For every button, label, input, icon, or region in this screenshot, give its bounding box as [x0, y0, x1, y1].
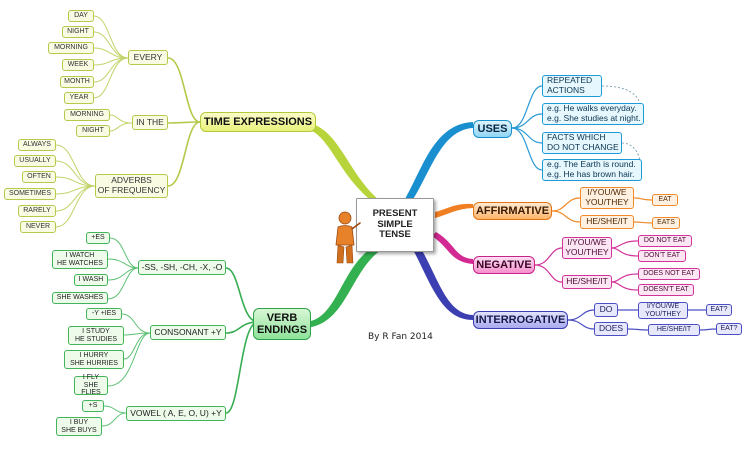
adverbs-node: ADVERBS OF FREQUENCY	[95, 174, 168, 198]
negative-dont-eat: DON'T EAT	[638, 250, 686, 262]
negative-doesnt-eat: DOESN'T EAT	[638, 284, 694, 296]
interrogative-do: DO	[594, 303, 618, 317]
affirmative-verb-eat: EAT	[652, 194, 678, 206]
center-topic: PRESENT SIMPLE TENSE	[356, 198, 434, 252]
in-the-node: IN THE	[132, 115, 168, 130]
negative-subject-singular: HE/SHE/IT	[562, 275, 612, 289]
consonant-rule-ies: -Y +IES	[86, 308, 122, 320]
ss-sh-ch-x-o-node: -SS, -SH, -CH, -X, -O	[138, 260, 226, 275]
time-item-morning: MORNING	[48, 42, 94, 54]
interrogative-subject-plural: I/YOU/WE YOU/THEY	[638, 302, 688, 319]
time-item-year: YEAR	[64, 92, 94, 104]
interrogative-verb-eat-singular: EAT?	[716, 323, 742, 335]
ss-example-wash: I WASH	[74, 274, 108, 286]
in-the-item-night: NIGHT	[76, 125, 110, 137]
affirmative-subject-singular: HE/SHE/IT	[580, 215, 634, 229]
interrogative-node: INTERROGATIVE	[473, 311, 568, 329]
vowel-y-node: VOWEL ( A, E, O, U) +Y	[126, 406, 226, 421]
time-item-night: NIGHT	[62, 26, 94, 38]
adverb-never: NEVER	[20, 221, 56, 233]
vowel-example-buy: I BUY SHE BUYS	[56, 417, 102, 436]
adverb-often: OFTEN	[22, 171, 56, 183]
uses-facts: FACTS WHICH DO NOT CHANGE	[542, 132, 622, 154]
interrogative-verb-eat-plural: EAT?	[706, 304, 732, 316]
every-node: EVERY	[128, 50, 168, 65]
negative-node: NEGATIVE	[473, 256, 535, 274]
consonant-example-hurry: I HURRY SHE HURRIES	[64, 350, 124, 369]
adverb-usually: USUALLY	[14, 155, 56, 167]
consonant-y-node: CONSONANT +Y	[150, 325, 226, 340]
interrogative-does: DOES	[594, 322, 628, 336]
ss-example-washes: SHE WASHES	[52, 292, 108, 304]
consonant-example-study: I STUDY HE STUDIES	[68, 326, 124, 345]
verb-endings-node: VERB ENDINGS	[253, 308, 311, 340]
affirmative-verb-eats: EATS	[652, 217, 680, 229]
interrogative-subject-singular: HE/SHE/IT	[648, 324, 700, 336]
negative-subject-plural: I/YOU/WE YOU/THEY	[562, 237, 612, 259]
adverb-sometimes: SOMETIMES	[4, 188, 56, 200]
negative-do-not-eat: DO NOT EAT	[638, 235, 692, 247]
affirmative-subject-plural: I/YOU/WE YOU/THEY	[580, 187, 634, 209]
affirmative-node: AFFIRMATIVE	[473, 202, 552, 220]
in-the-item-morning: MORNING	[64, 109, 110, 121]
vowel-rule-s: +S	[82, 400, 104, 412]
author-credit: By R Fan 2014	[368, 332, 433, 342]
ss-example-watch: I WATCH HE WATCHES	[52, 250, 108, 269]
presenter-figure-icon	[335, 211, 361, 264]
consonant-example-fly: I FLY SHE FLIES	[74, 374, 108, 396]
time-item-day: DAY	[68, 10, 94, 22]
negative-does-not-eat: DOES NOT EAT	[638, 268, 700, 280]
time-expressions-node: TIME EXPRESSIONS	[200, 112, 316, 132]
uses-node: USES	[473, 120, 512, 138]
adverb-rarely: RARELY	[18, 205, 56, 217]
adverb-always: ALWAYS	[18, 139, 56, 151]
uses-repeated-actions: REPEATED ACTIONS	[542, 75, 602, 97]
uses-facts-example: e.g. The Earth is round. e.g. He has bro…	[542, 159, 642, 181]
ss-rule-es: +ES	[86, 232, 110, 244]
uses-repeated-example: e.g. He walks everyday. e.g. She studies…	[542, 103, 644, 125]
time-item-week: WEEK	[62, 59, 94, 71]
time-item-month: MONTH	[60, 76, 94, 88]
